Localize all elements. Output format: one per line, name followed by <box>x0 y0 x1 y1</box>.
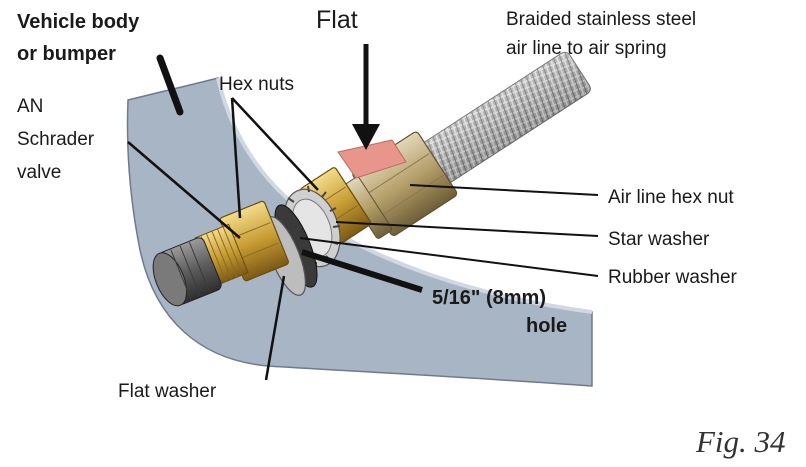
rubber-washer-label: Rubber washer <box>608 267 738 288</box>
air-line-hex-nut-leader <box>409 184 599 196</box>
flat-surface-marker <box>337 139 407 179</box>
air-line-hex-nut-label: Air line hex nut <box>608 187 734 208</box>
hex-nuts-leader-left <box>230 97 242 219</box>
flat-washer-leader <box>264 275 286 381</box>
vehicle-body-leader <box>156 54 184 116</box>
vehicle-body-label: Vehicle body or bumper <box>17 11 145 65</box>
valve-cap <box>152 237 222 307</box>
rubber-washer-leader <box>299 237 599 277</box>
flat-washer-label: Flat washer <box>118 381 217 402</box>
hole-leader <box>301 249 423 293</box>
flat-label: Flat <box>316 6 358 34</box>
flat-arrowhead <box>352 124 380 150</box>
schrader-valve-label: AN Schrader valve <box>17 96 99 183</box>
hole-label: 5/16" (8mm) hole <box>432 287 567 337</box>
star-washer-leader <box>335 221 599 237</box>
braided-line-label: Braided stainless steel air line to air … <box>506 9 701 59</box>
star-washer-label: Star washer <box>608 229 710 250</box>
schrader-leader <box>127 141 241 239</box>
leader-lines <box>127 44 599 381</box>
hex-nuts-leader-right <box>231 97 319 191</box>
hex-nuts-label: Hex nuts <box>219 74 294 95</box>
schrader-valve-body <box>194 223 249 287</box>
figure-number: Fig. 34 <box>695 424 786 459</box>
